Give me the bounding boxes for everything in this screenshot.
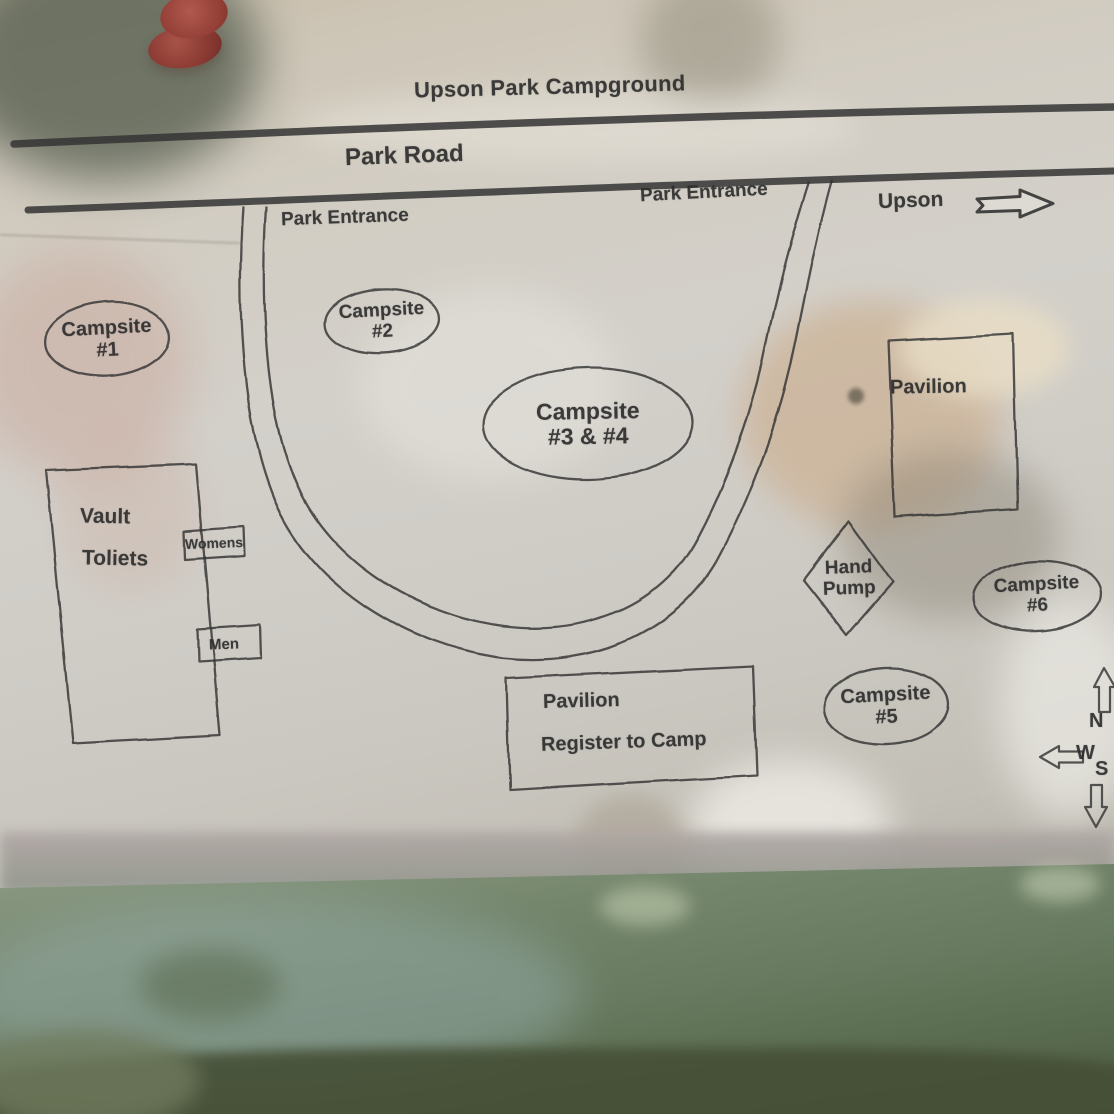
- park-entrance-left-label: Park Entrance: [280, 204, 410, 231]
- park-road-label: Park Road: [344, 139, 465, 172]
- reflection-dark-dot: [848, 388, 864, 404]
- grass-highlight-1: [600, 886, 690, 926]
- pavilion-outline: [886, 332, 1019, 519]
- womens-box-outline: [182, 525, 246, 562]
- reflection-glare-right: [1000, 600, 1114, 820]
- compass-west-label: W: [1076, 742, 1095, 764]
- grass-highlight-2: [1020, 866, 1100, 902]
- campsite-6-label: Campsite #6: [993, 571, 1080, 617]
- campsite-2-outline: [323, 287, 441, 355]
- campsite-3-4-outline: [481, 366, 695, 482]
- hand-pump-diamond-outline: [801, 519, 895, 638]
- park-road-bottom-line: [24, 167, 1114, 214]
- campsite-2-label: Campsite #2: [338, 297, 425, 343]
- vault-toilets-outline: [44, 462, 222, 745]
- hand-pump-label: Hand Pump: [822, 556, 877, 600]
- grass-shadow-left: [140, 950, 280, 1020]
- reflection-dark-under: [840, 450, 1060, 620]
- reflection-window: [360, 290, 620, 480]
- register-pavilion-label-line1: Pavilion: [542, 689, 620, 714]
- campsite-1-label: Campsite #1: [60, 314, 152, 362]
- grass-corner-light: [0, 1030, 200, 1114]
- mens-box-outline: [195, 623, 263, 664]
- campsite-1-outline: [43, 300, 171, 378]
- compass-west-arrow-icon: [1038, 744, 1085, 770]
- compass-south-arrow-icon: [1083, 783, 1109, 829]
- compass-north-arrow-icon: [1092, 666, 1114, 714]
- compass-south-label: S: [1095, 758, 1109, 780]
- reflection-pink-left: [0, 250, 190, 480]
- park-road-top-line: [10, 103, 1114, 148]
- push-pin: [140, 0, 250, 73]
- reflection-trees-topright: [640, 0, 780, 110]
- campsite-3-4-label: Campsite #3 & #4: [535, 396, 640, 450]
- upson-label: Upson: [877, 187, 944, 214]
- loop-road-inner: [262, 180, 811, 629]
- mens-label: Men: [208, 635, 240, 654]
- reflection-cream-top: [900, 298, 1070, 398]
- campsite-6-outline: [972, 559, 1102, 633]
- vault-toilets-label-line1: Vault: [79, 504, 131, 529]
- campsite-5-outline: [822, 666, 950, 746]
- reflection-pink-left-2: [60, 430, 200, 590]
- womens-label: Womens: [184, 534, 244, 553]
- loop-road-outer: [239, 179, 834, 661]
- pavilion-label: Pavilion: [889, 375, 967, 399]
- campsite-5-label: Campsite #5: [839, 681, 931, 729]
- register-pavilion-outline: [504, 664, 759, 792]
- vault-toilets-label-line2: Toliets: [81, 546, 149, 571]
- upson-right-arrow-icon: [975, 188, 1055, 219]
- compass-north-label: N: [1089, 710, 1104, 732]
